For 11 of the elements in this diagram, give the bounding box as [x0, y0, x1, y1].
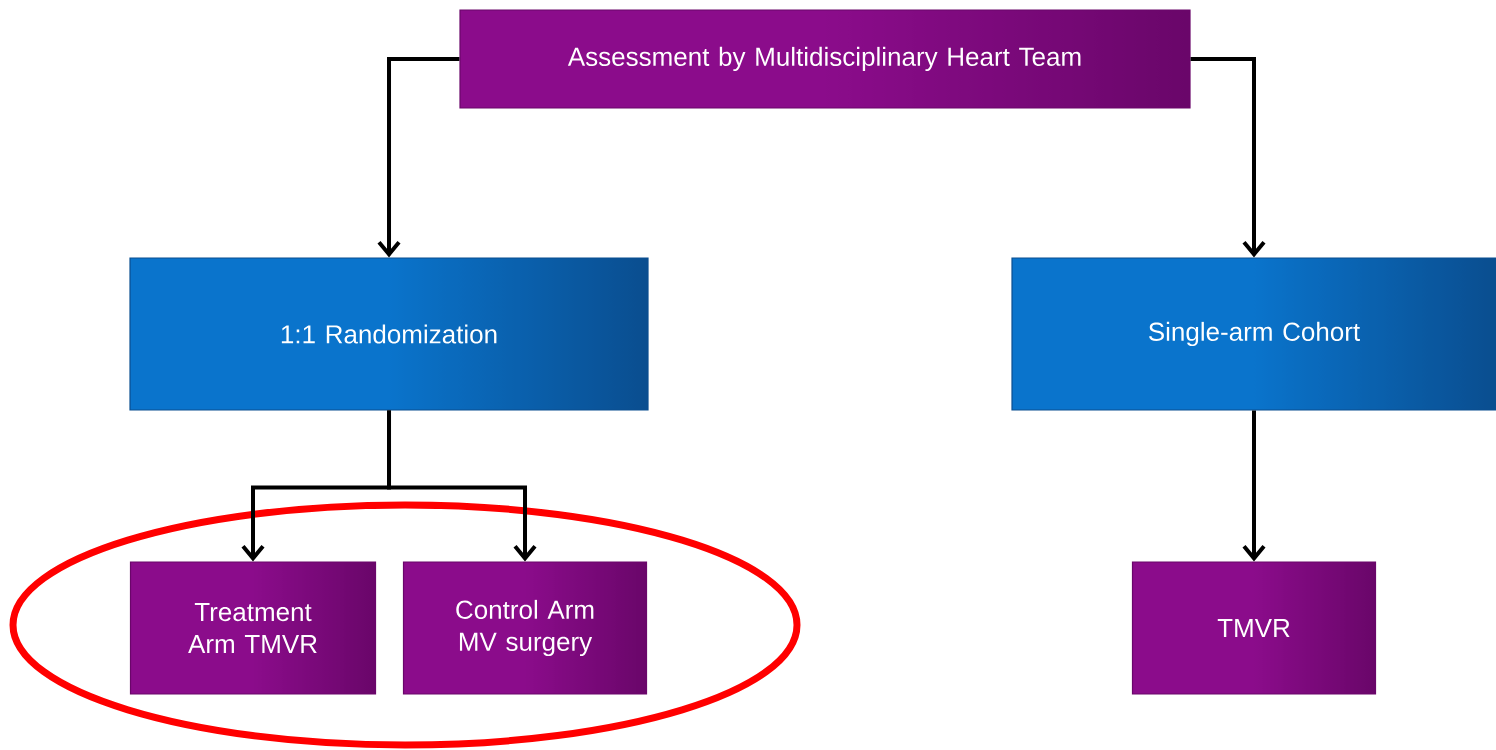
process-box: TMVR	[1131, 561, 1377, 695]
arrow	[387, 410, 537, 562]
process-box: Assessment by Multidisciplinary Heart Team	[459, 9, 1191, 109]
process-box: Treatment Arm TMVR	[129, 561, 377, 695]
group-box: Single-arm Cohort	[1011, 257, 1496, 411]
arrow	[1242, 410, 1266, 562]
highlight-ellipse	[9, 501, 801, 749]
process-box: Control Arm MV surgery	[402, 561, 648, 695]
arrow	[1190, 57, 1266, 258]
group-box: 1:1 Randomization	[129, 257, 649, 411]
arrow	[377, 57, 460, 258]
